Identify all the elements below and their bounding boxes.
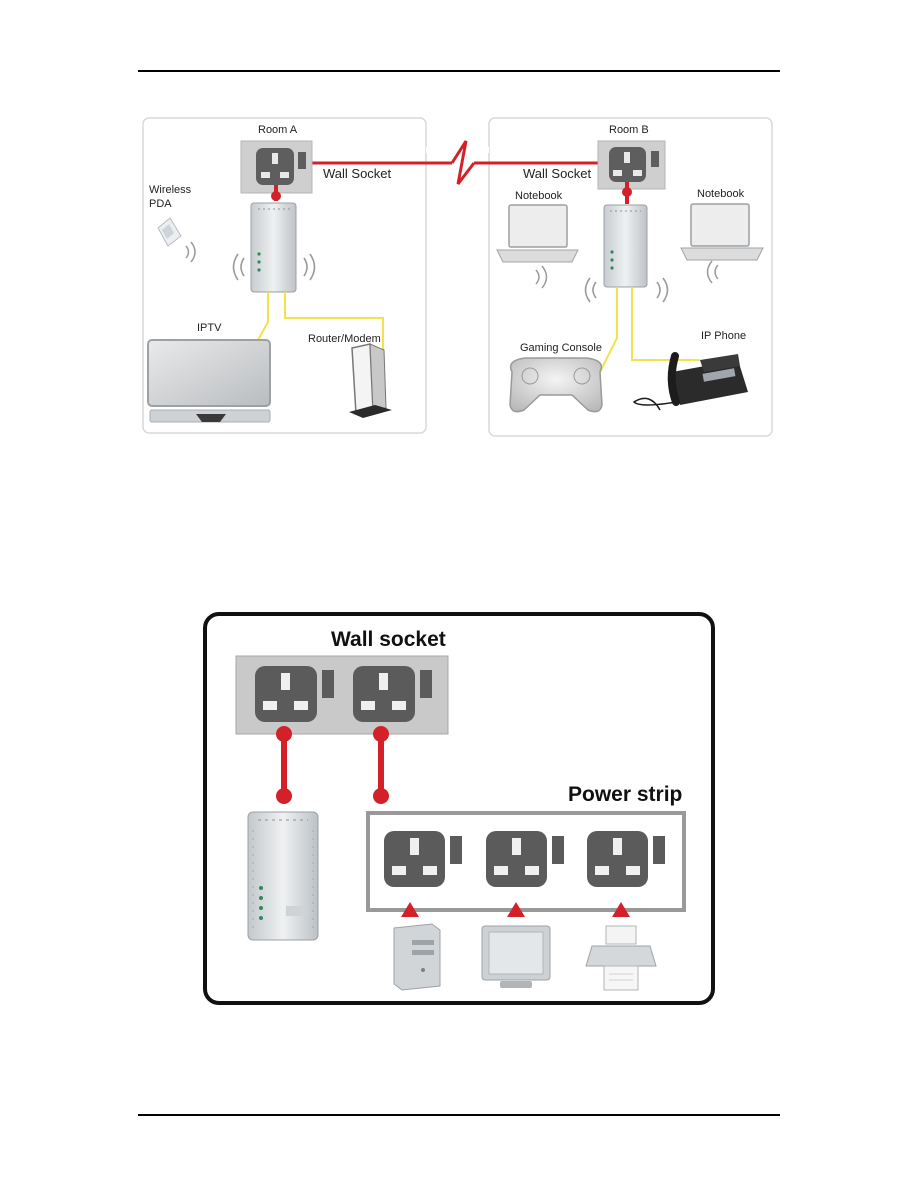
printer-icon: [585, 925, 657, 991]
plug-b-icon: [622, 187, 632, 197]
wall-socket-a-label: Wall Socket: [323, 166, 392, 181]
powerline-adapter-a: [250, 202, 297, 293]
ip-phone-label: IP Phone: [701, 330, 747, 342]
notebook-right-icon: [680, 203, 764, 261]
powerline-adapter-b: [603, 204, 648, 288]
room-a-label: Room A: [258, 124, 298, 136]
wall-socket-outlet-1: [255, 666, 334, 722]
gaming-console-icon: [509, 357, 603, 413]
pc-tower-icon: [393, 923, 441, 991]
router-modem-label: Router/Modem: [308, 333, 381, 345]
wall-socket-b-label: Wall Socket: [523, 166, 592, 181]
wifi-waves-pda: [185, 241, 196, 263]
wireless-pda-label-line2: PDA: [149, 198, 172, 210]
power-line: [312, 140, 598, 185]
power-cord-strip: [373, 726, 389, 804]
monitor-icon: [481, 925, 551, 988]
wifi-waves-notebook-left: [535, 265, 548, 289]
router-modem-icon: [349, 343, 392, 418]
ip-phone-icon: [632, 352, 748, 411]
notebook-right-label: Notebook: [697, 188, 745, 200]
iptv-label: IPTV: [197, 322, 222, 334]
wall-socket-double: [235, 655, 449, 735]
room-b-label: Room B: [609, 124, 649, 136]
plug-a-icon: [271, 191, 281, 201]
arrow-pc: [401, 902, 419, 917]
wireless-pda-icon: [157, 217, 182, 247]
diagram2-frame: [203, 612, 715, 1005]
ethernet-room-a: [257, 292, 384, 350]
wifi-waves-a: [232, 253, 316, 281]
iptv-icon: [147, 339, 271, 423]
network-diagram: [142, 117, 773, 437]
wall-socket-outlet-2: [353, 666, 432, 722]
power-strip-outlet-3: [587, 831, 665, 887]
gaming-console-label: Gaming Console: [520, 342, 602, 354]
notebook-left-label: Notebook: [515, 190, 563, 202]
wall-socket-room-b: [597, 140, 666, 190]
power-strip: [366, 811, 686, 912]
wireless-pda-label: Wireless: [149, 184, 192, 196]
power-cord-adapter: [276, 726, 292, 804]
notebook-left-icon: [496, 204, 579, 263]
header-rule: [138, 70, 780, 72]
power-strip-outlet-2: [486, 831, 564, 887]
wifi-waves-notebook-right: [706, 260, 719, 284]
arrow-printer: [612, 902, 630, 917]
wall-socket-title: Wall socket: [331, 628, 446, 651]
powerline-adapter: [247, 811, 319, 941]
power-strip-outlet-1: [384, 831, 462, 887]
wall-socket-room-a: [240, 140, 313, 194]
wifi-waves-b: [584, 277, 669, 303]
arrow-monitor: [507, 902, 525, 917]
power-strip-title: Power strip: [568, 783, 683, 806]
footer-rule: [138, 1114, 780, 1116]
